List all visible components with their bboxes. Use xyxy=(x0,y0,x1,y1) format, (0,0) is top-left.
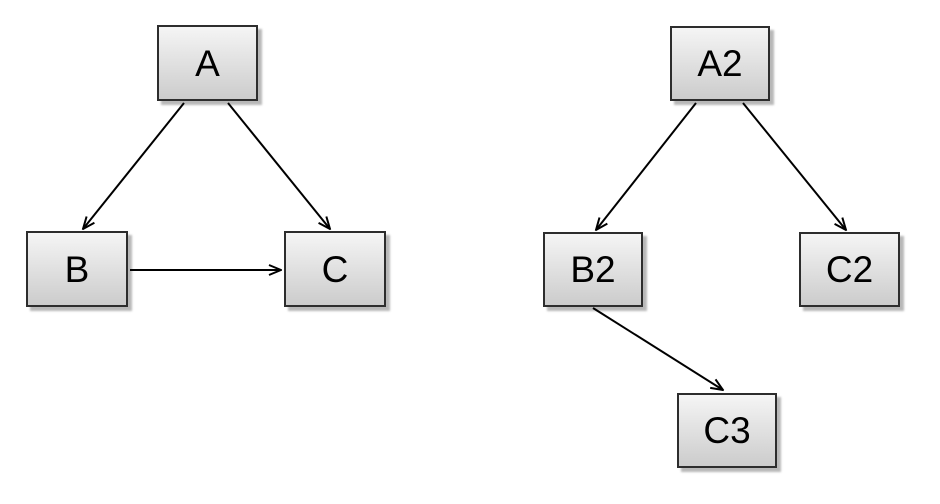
edge-A2-to-B2 xyxy=(596,102,697,230)
node-A2: A2 xyxy=(670,26,770,101)
node-label: C xyxy=(321,248,349,290)
node-label: A xyxy=(195,42,220,84)
edge-A-to-B xyxy=(83,102,185,229)
edge-A-to-C xyxy=(227,102,330,229)
edge-A2-to-C2 xyxy=(742,102,846,230)
node-label: C2 xyxy=(825,249,874,290)
node-label: B xyxy=(64,248,90,290)
node-label: A2 xyxy=(697,43,743,84)
edge-B2-to-C3 xyxy=(592,307,723,390)
node-B: B xyxy=(26,231,128,307)
node-C2: C2 xyxy=(799,232,900,307)
node-A: A xyxy=(157,25,258,101)
node-C: C xyxy=(284,231,386,307)
node-label: C3 xyxy=(703,410,751,451)
node-label: B2 xyxy=(570,249,616,290)
node-C3: C3 xyxy=(677,393,777,468)
node-B2: B2 xyxy=(543,232,643,307)
